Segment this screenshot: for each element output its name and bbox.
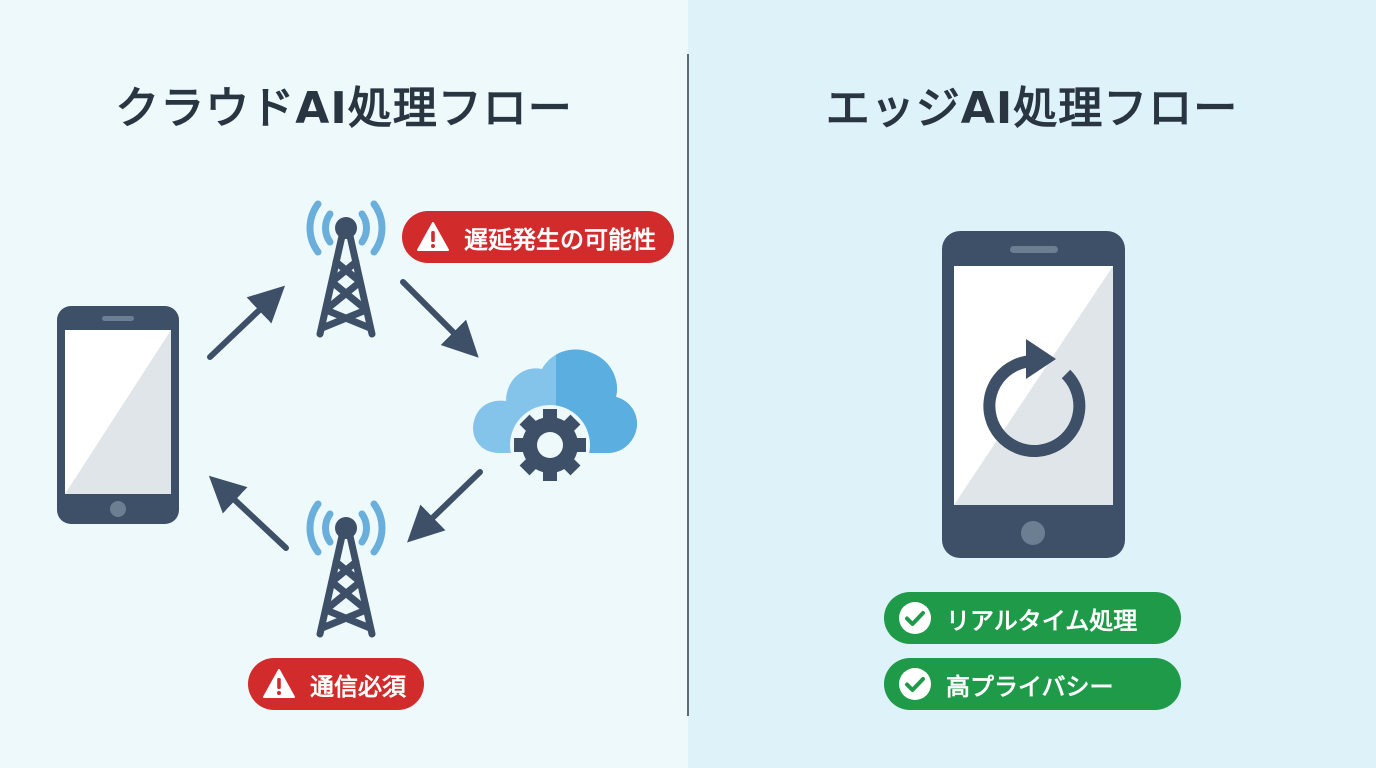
connection-required-badge: 通信必須 xyxy=(248,658,424,710)
cloud-gear-icon xyxy=(473,349,638,485)
cloud-ai-title: クラウドAI処理フロー xyxy=(115,83,573,134)
badge-label: リアルタイム処理 xyxy=(946,606,1138,635)
high-privacy-badge: 高プライバシー xyxy=(884,658,1181,710)
latency-warning-badge: 遅延発生の可能性 xyxy=(402,211,674,263)
warning-icon xyxy=(263,669,295,698)
panel-divider xyxy=(687,54,689,716)
arrow-tower-to-cloud xyxy=(400,279,479,358)
smartphone-icon xyxy=(57,306,179,524)
cell-tower-icon xyxy=(306,200,386,338)
check-circle-icon xyxy=(899,668,931,700)
arrow-tower-to-phone xyxy=(208,475,289,551)
warning-icon xyxy=(417,222,449,251)
realtime-processing-badge: リアルタイム処理 xyxy=(884,592,1181,644)
edge-ai-title: エッジAI処理フロー xyxy=(825,83,1239,134)
badge-label: 通信必須 xyxy=(310,672,406,701)
flow-arrows xyxy=(207,279,483,551)
arrow-phone-to-tower xyxy=(207,285,286,360)
arrow-cloud-to-tower xyxy=(407,469,483,543)
refresh-icon xyxy=(983,339,1086,457)
cell-tower-icon xyxy=(306,500,386,638)
check-circle-icon xyxy=(899,602,931,634)
badge-label: 高プライバシー xyxy=(946,672,1114,701)
smartphone-refresh-icon xyxy=(942,231,1125,558)
badge-label: 遅延発生の可能性 xyxy=(464,225,656,254)
